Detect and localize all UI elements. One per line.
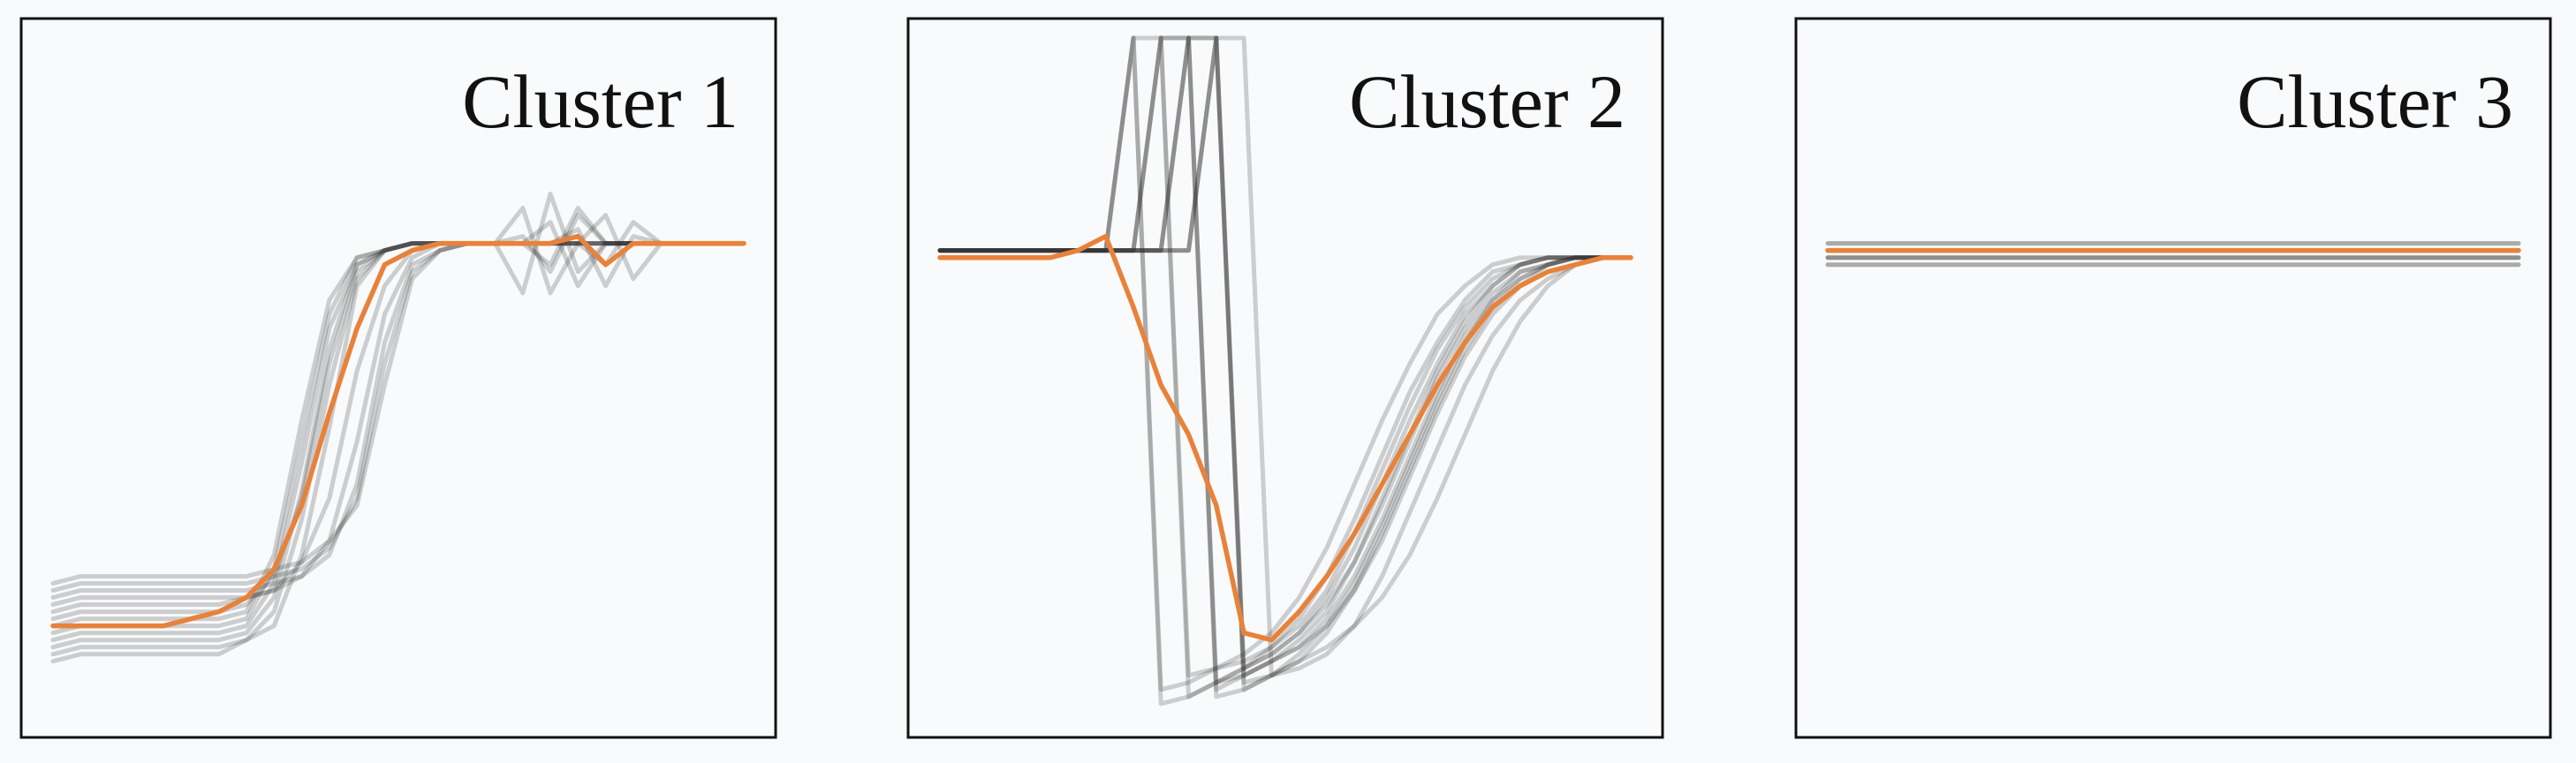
cluster-2-title: Cluster 2	[1349, 59, 1625, 144]
cluster-2-member-trace-2	[937, 35, 1633, 685]
cluster-2-member-trace-9	[937, 35, 1633, 706]
cluster-1-member-trace-8	[50, 241, 746, 615]
cluster-2-panel: Cluster 2	[906, 17, 1664, 739]
cluster-2-mean-trace	[937, 233, 1633, 643]
cluster-1-plot-area	[50, 192, 746, 664]
cluster-2-member-trace-8	[937, 35, 1633, 685]
cluster-1-title: Cluster 1	[462, 59, 739, 144]
cluster-2-plot-area	[937, 35, 1633, 706]
cluster-1-member-trace-12	[50, 241, 746, 586]
cluster-2-member-trace-3	[937, 35, 1633, 692]
cluster-1-member-trace-3	[50, 206, 746, 650]
cluster-1-mean-trace	[50, 233, 746, 629]
cluster-2-member-trace-4	[937, 35, 1633, 678]
cluster-3-frame	[1794, 17, 2552, 739]
cluster-2-frame	[906, 17, 1664, 739]
cluster-1-panel: Cluster 1	[19, 17, 777, 739]
cluster-1-member-trace-6	[50, 213, 746, 629]
cluster-2-member-trace-6	[937, 35, 1633, 699]
cluster-3-plot-area	[1825, 241, 2521, 268]
cluster-2-member-trace-5	[937, 35, 1633, 692]
cluster-1-frame	[19, 17, 777, 739]
cluster-2-member-trace-1	[937, 35, 1633, 678]
cluster-3-panel: Cluster 3	[1794, 17, 2552, 739]
cluster-1-member-trace-1	[50, 241, 746, 664]
cluster-2-member-trace-11	[937, 35, 1633, 678]
cluster-2-member-trace-10	[937, 35, 1633, 699]
cluster-1-member-trace-2	[50, 220, 746, 657]
cluster-1-member-trace-9	[50, 213, 746, 608]
cluster-2-member-trace-12	[937, 35, 1633, 671]
cluster-1-member-trace-4	[50, 206, 746, 643]
cluster-1-member-trace-10	[50, 241, 746, 601]
cluster-1-member-trace-7	[50, 220, 746, 622]
cluster-3-title: Cluster 3	[2237, 59, 2513, 144]
